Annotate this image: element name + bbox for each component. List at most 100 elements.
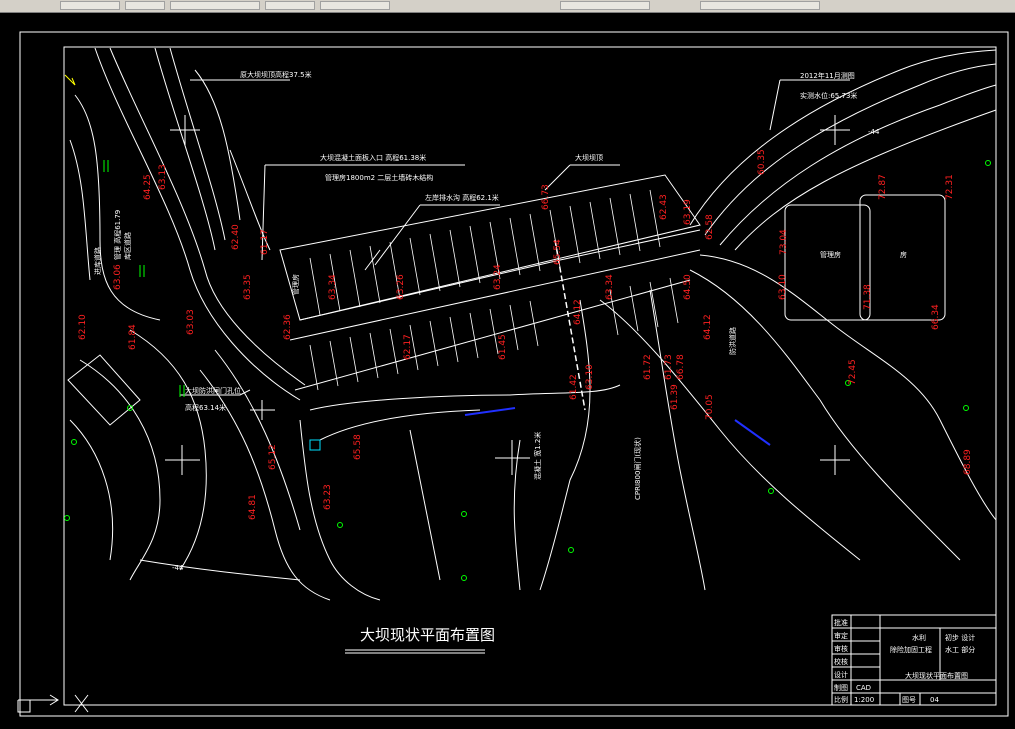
annotation-plan-2: 库区道路	[123, 232, 132, 260]
tb-scale: 1:200	[854, 696, 874, 704]
annotation-dam-crest: 大坝坝顶	[575, 153, 603, 162]
green-markers	[64, 160, 991, 581]
dim-label: 63.34	[605, 274, 615, 300]
annotation-old-crest: 原大坝坝顶高程37.5米	[240, 70, 312, 79]
tick-label: -44	[868, 128, 880, 136]
tb-row-label: 校核	[834, 657, 848, 666]
annotations: 原大坝坝顶高程37.5米 大坝混凝土面板入口 高程61.38米 管理房1800m…	[93, 70, 907, 572]
elevation-labels: 63.06 64.25 63.13 63.03 62.40 61.17 63.3…	[78, 149, 973, 520]
dim-label: 61.39	[670, 384, 680, 410]
dam-axis-line	[554, 239, 586, 411]
cyan-marker	[309, 439, 321, 451]
toolbar-button[interactable]	[320, 1, 390, 10]
title-block	[831, 614, 997, 706]
tb-row-label: 比例	[834, 695, 848, 704]
north-arrow-icon	[64, 74, 76, 86]
dim-label: 66.73	[541, 184, 551, 210]
dim-label: 62.43	[659, 194, 669, 220]
annotation-spillway: 大坝防洪闸门孔位	[185, 386, 241, 395]
dim-label: 71.38	[863, 284, 873, 310]
dim-label: 63.13	[158, 164, 168, 190]
dim-label: 72.45	[848, 359, 858, 385]
tb-row-label: 审核	[834, 644, 848, 653]
dim-label: 62.17	[403, 334, 413, 360]
dim-label: 63.06	[113, 264, 123, 290]
dim-label: 72.31	[945, 174, 955, 200]
dim-label: 62.10	[78, 314, 88, 340]
toolbar-button[interactable]	[700, 1, 820, 10]
dim-label: 60.35	[757, 149, 767, 175]
annotation-dam-main-2: 管理房1800m2 二层土墙砖木结构	[325, 173, 433, 182]
dim-label: 61.45	[498, 334, 508, 360]
toolbar-button[interactable]	[170, 1, 260, 10]
toolbar-button[interactable]	[60, 1, 120, 10]
dim-label: 64.81	[248, 494, 258, 520]
tb-row-label: 制图	[834, 683, 848, 692]
title-underline	[345, 649, 485, 654]
tb-row-label: 审定	[834, 631, 848, 640]
dim-label: 63.35	[243, 274, 253, 300]
dim-label: 65.54	[553, 239, 563, 265]
dim-label: 68.89	[963, 449, 973, 475]
annotation-date: 2012年11月测图	[800, 71, 855, 80]
annotation-spill-elev: 高程63.14米	[185, 403, 226, 412]
dim-label: 63.34	[328, 274, 338, 300]
tb-row-label: 设计	[834, 670, 848, 679]
dim-label: 61.73	[664, 354, 674, 380]
dim-label: 61.72	[643, 354, 653, 380]
annotation-dam-main-1: 大坝混凝土面板入口 高程61.38米	[320, 153, 426, 162]
annotation-vertical-2: CPRI800闸门(现状)	[633, 437, 642, 500]
dim-label: 63.03	[186, 309, 196, 335]
dim-label: 65.12	[268, 444, 278, 470]
site-linework	[67, 47, 997, 601]
annotation-left-drain: 左岸排水沟 高程62.1米	[425, 193, 499, 202]
tb-project: 除险加固工程	[890, 645, 932, 654]
dim-label: 63.10	[778, 274, 788, 300]
annotation-house-left: 管理房	[820, 250, 841, 259]
tb-format: CAD	[856, 684, 871, 692]
dim-label: 64.25	[143, 174, 153, 200]
blue-marker	[464, 407, 516, 416]
dim-label: 65.58	[353, 434, 363, 460]
tick-label: -44	[172, 564, 184, 572]
dim-label: 70.05	[705, 394, 715, 420]
dim-label: 64.50	[683, 274, 693, 300]
dim-label: 62.58	[705, 214, 715, 240]
dim-label: 63.19	[683, 199, 693, 225]
tb-drawing-name: 大坝现状平面布置图	[905, 671, 968, 680]
annotation-water-level: 实测水位:65.73米	[800, 91, 857, 100]
green-ticks	[103, 160, 185, 397]
dim-label: 64.12	[573, 299, 583, 325]
dim-label: 62.36	[283, 314, 293, 340]
tb-row-label: 批准	[834, 618, 848, 627]
tb-no-label: 图号	[902, 696, 916, 704]
ucs-icon	[17, 694, 89, 713]
drawing-canvas[interactable]: 63.06 64.25 63.13 63.03 62.40 61.17 63.3…	[0, 12, 1015, 725]
tb-drawing-no: 04	[930, 696, 939, 704]
toolbar-button[interactable]	[265, 1, 315, 10]
dim-label: 63.10	[585, 364, 595, 390]
cad-toolbar-strip	[0, 0, 1015, 13]
dim-label: 66.78	[676, 354, 686, 380]
dim-label: 61.17	[260, 229, 270, 255]
tb-phase-2: 水工 部分	[945, 645, 975, 654]
annotation-plan-1: 管理 高程61.79	[113, 210, 122, 260]
dim-label: 63.23	[323, 484, 333, 510]
dim-label: 63.24	[493, 264, 503, 290]
dim-label: 62.40	[231, 224, 241, 250]
outer-border	[19, 31, 1009, 717]
annotation-vertical-1: 混凝土 宽1.2米	[533, 432, 542, 480]
toolbar-button[interactable]	[125, 1, 165, 10]
annotation-right-road: 防洪道路	[728, 327, 737, 355]
blue-marker	[734, 419, 771, 446]
toolbar-button[interactable]	[560, 1, 650, 10]
title-block-text: 批准 审定 审核 校核 设计 制图 比例 CAD 1:200 水利 除险加固工程…	[834, 618, 975, 704]
dim-label: 63.26	[396, 274, 406, 300]
dam-hatch	[309, 189, 679, 391]
dim-label: 72.87	[878, 174, 888, 200]
annotation-house-right: 房	[900, 250, 907, 259]
tb-company: 水利	[912, 633, 926, 642]
dim-label: 64.12	[703, 314, 713, 340]
dim-label: 66.34	[931, 304, 941, 330]
annotation-road: 进库道路	[93, 247, 102, 275]
